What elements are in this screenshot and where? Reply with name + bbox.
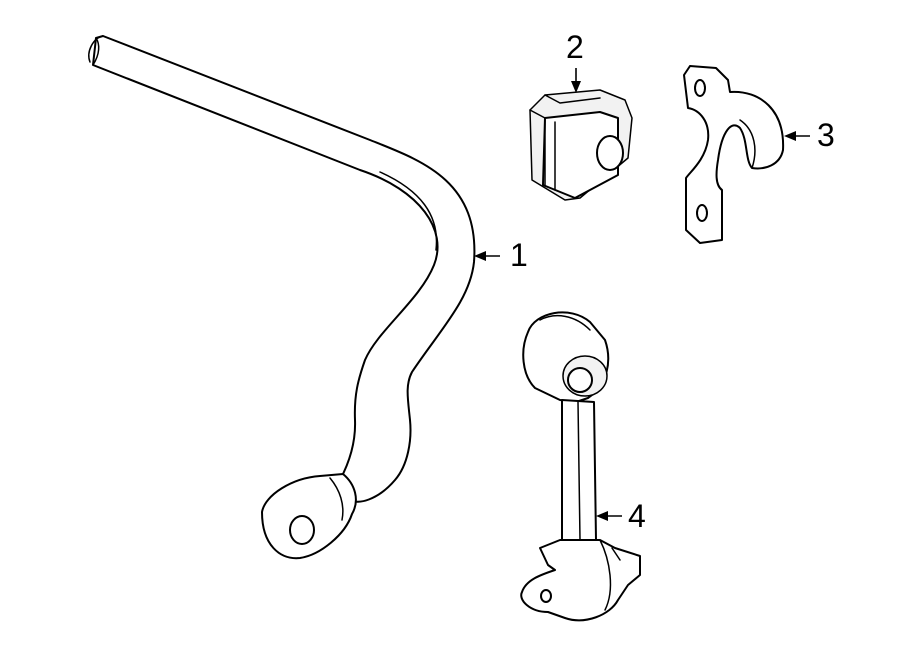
callout-3: 3 bbox=[784, 117, 835, 153]
callout-1-label: 1 bbox=[510, 237, 528, 273]
callout-3-label: 3 bbox=[817, 117, 835, 153]
callout-2-label: 2 bbox=[566, 29, 584, 65]
callout-1: 1 bbox=[474, 237, 528, 273]
stabilizer-link bbox=[520, 311, 641, 622]
stabilizer-bar bbox=[88, 35, 476, 560]
callout-2: 2 bbox=[566, 29, 584, 93]
bushing-bracket bbox=[683, 65, 785, 244]
callout-4-label: 4 bbox=[628, 498, 646, 534]
bushing bbox=[529, 89, 633, 201]
callout-4: 4 bbox=[596, 498, 646, 534]
